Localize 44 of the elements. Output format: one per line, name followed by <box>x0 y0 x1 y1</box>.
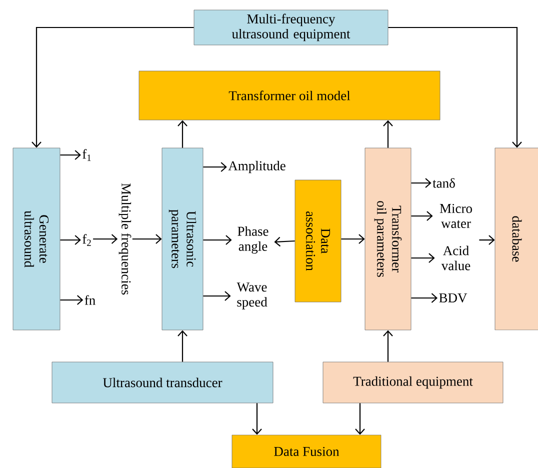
parameter-label: BDV <box>439 293 468 303</box>
parameter-box: Ultrasonic parameters <box>162 148 204 330</box>
arrow <box>388 26 522 148</box>
arrow <box>132 234 162 244</box>
fusion-box: Data Fusion <box>232 434 382 468</box>
process-box: Generate ultrasound <box>12 148 60 330</box>
arrow <box>178 120 188 148</box>
arrow <box>252 403 262 435</box>
parameter-label: Wave speed <box>236 282 268 310</box>
arrow <box>383 120 393 148</box>
arrow <box>60 295 84 305</box>
arrow <box>178 330 188 362</box>
arrow <box>341 234 365 244</box>
arrow <box>479 235 495 245</box>
parameter-box: Transformer oil parameters <box>364 148 412 330</box>
arrow <box>355 403 365 435</box>
frequency-label: f$_{2}$ <box>82 234 91 246</box>
arrow <box>383 330 393 362</box>
arrow <box>60 150 81 160</box>
parameter-label: Micro water <box>440 204 472 228</box>
arrow <box>32 26 194 148</box>
arrow <box>411 253 435 263</box>
arrow <box>203 291 231 301</box>
arrow <box>411 178 432 188</box>
arrow <box>93 234 118 244</box>
equipment-box: Traditional equipment <box>322 362 504 404</box>
association-box: Data association <box>294 180 342 302</box>
model-box: Transformer oil model <box>138 70 440 120</box>
parameter-label: Amplitude <box>228 160 286 174</box>
frequency-label: fn <box>84 295 96 305</box>
arrow <box>274 236 295 247</box>
arrow <box>203 162 227 172</box>
arrow <box>411 293 438 303</box>
equipment-box: Multi-frequency ultrasound equipment <box>194 10 388 46</box>
frequency-label: f$_{1}$ <box>82 149 91 161</box>
parameter-label: Acid value <box>441 246 470 270</box>
arrow <box>203 235 232 245</box>
arrow <box>411 211 433 221</box>
parameter-label: Phase angle <box>238 226 268 254</box>
database-box: database <box>494 148 538 330</box>
vertical-text: Multiple frequencies <box>118 183 132 295</box>
parameter-label: tanδ <box>432 178 455 188</box>
transducer-box: Ultrasound transducer <box>52 362 274 404</box>
arrow <box>60 235 81 245</box>
